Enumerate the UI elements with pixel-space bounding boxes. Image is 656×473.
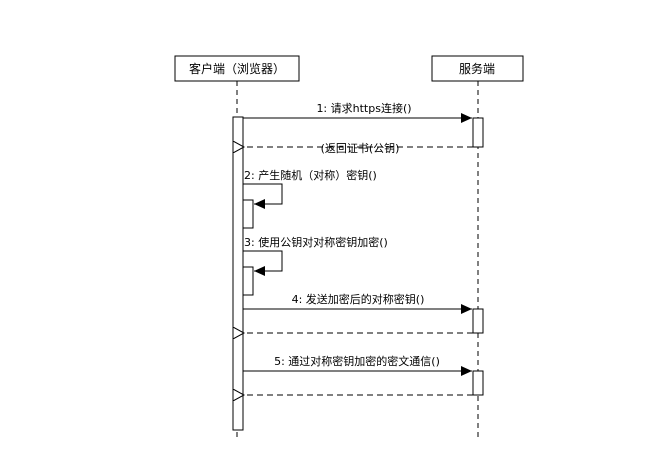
participant-client-label: 客户端（浏览器） bbox=[189, 61, 285, 76]
self-activation-3 bbox=[242, 266, 254, 296]
participant-server-label: 服务端 bbox=[459, 61, 495, 76]
message-5-label: 5: 通过对称密钥加密的密文通信() bbox=[274, 354, 440, 368]
participant-server: 服务端 bbox=[431, 55, 524, 82]
message-3-arrow bbox=[243, 250, 283, 276]
message-4-label: 4: 发送加密后的对称密钥() bbox=[292, 292, 425, 306]
message-2-arrow bbox=[243, 183, 283, 209]
server-activation-1 bbox=[472, 117, 484, 148]
self-activation-2 bbox=[242, 199, 254, 229]
message-2-label: 2: 产生随机（对称）密钥() bbox=[244, 168, 377, 182]
server-activation-2 bbox=[472, 308, 484, 334]
message-3-label: 3: 使用公钥对对称密钥加密() bbox=[244, 235, 388, 249]
message-1-label: 1: 请求https连接() bbox=[316, 102, 411, 115]
client-activation-bar bbox=[232, 116, 244, 431]
participant-client-box bbox=[174, 55, 300, 82]
participant-client: 客户端（浏览器） bbox=[174, 55, 300, 82]
server-activation-3 bbox=[472, 370, 484, 396]
return-1-label: (返回证书(公钥) bbox=[321, 141, 400, 155]
participant-server-box bbox=[431, 55, 524, 82]
